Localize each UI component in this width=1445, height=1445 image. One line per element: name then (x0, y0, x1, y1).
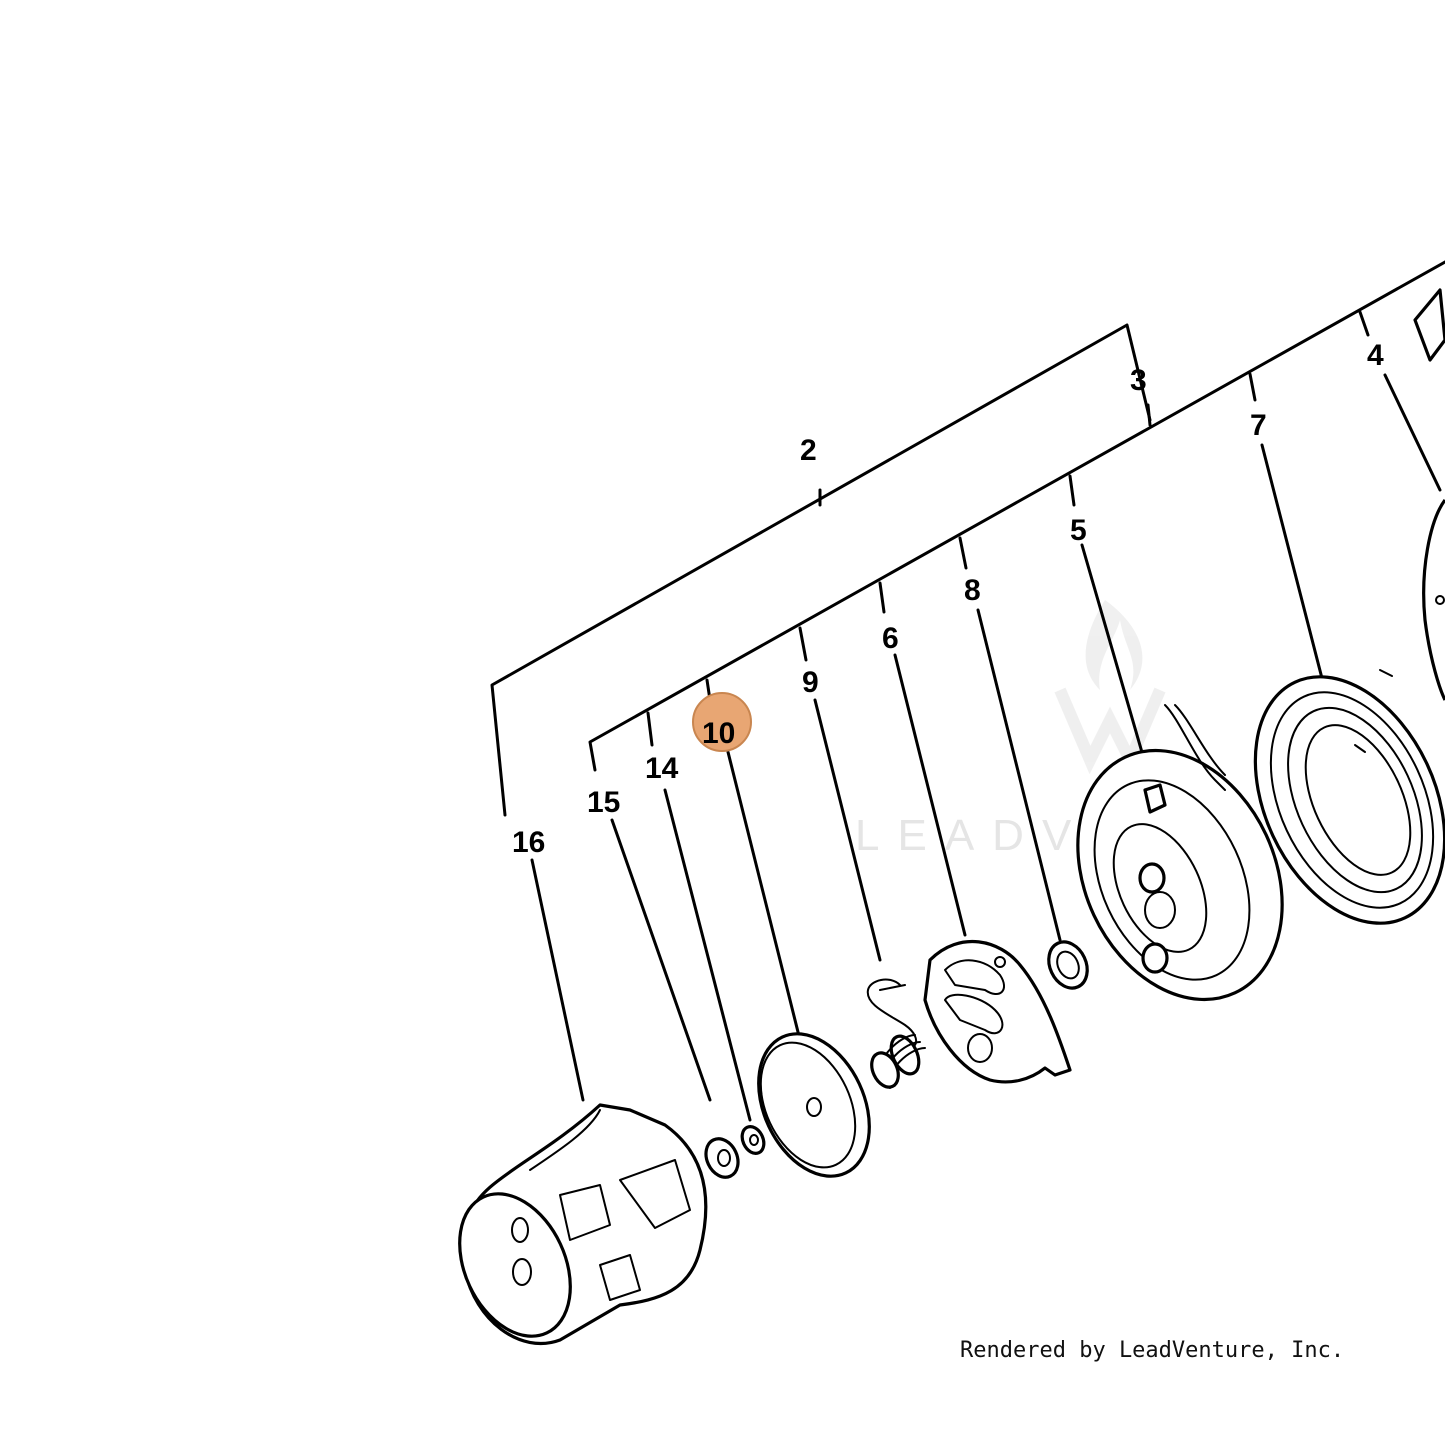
label-4[interactable]: 4 (1367, 339, 1384, 372)
part-14-washer[interactable] (738, 1123, 768, 1157)
footer-credit: Rendered by LeadVenture, Inc. (960, 1338, 1344, 1363)
label-2[interactable]: 2 (800, 434, 817, 467)
part-7-spiral-spring[interactable] (1218, 646, 1445, 953)
highlight-marker (692, 692, 752, 752)
label-10[interactable]: 10 (702, 717, 735, 750)
label-6[interactable]: 6 (882, 622, 899, 655)
label-8[interactable]: 8 (964, 574, 981, 607)
part-8-washer[interactable] (1042, 936, 1095, 995)
coil-spring[interactable] (867, 1032, 926, 1092)
label-15[interactable]: 15 (587, 786, 620, 819)
label-5[interactable]: 5 (1070, 514, 1087, 547)
label-16[interactable]: 16 (512, 826, 545, 859)
label-3[interactable]: 3 (1130, 364, 1147, 397)
part-10-friction-plate[interactable] (737, 1016, 891, 1194)
leadventure-watermark-logo (1054, 600, 1166, 775)
label-14[interactable]: 14 (645, 752, 679, 785)
part-15-nut[interactable] (700, 1134, 744, 1183)
part-6-ratchet[interactable] (923, 939, 1072, 1084)
label-7[interactable]: 7 (1250, 409, 1267, 442)
part-16-starter-cup[interactable] (438, 1103, 708, 1354)
part-4-case[interactable] (1413, 288, 1445, 701)
bracket-lines (490, 260, 1445, 1122)
label-9[interactable]: 9 (802, 666, 819, 699)
part-5-reel[interactable] (1039, 704, 1321, 1033)
part-labels: 2 3 4 5 6 7 8 9 10 14 15 16 (512, 339, 1384, 859)
